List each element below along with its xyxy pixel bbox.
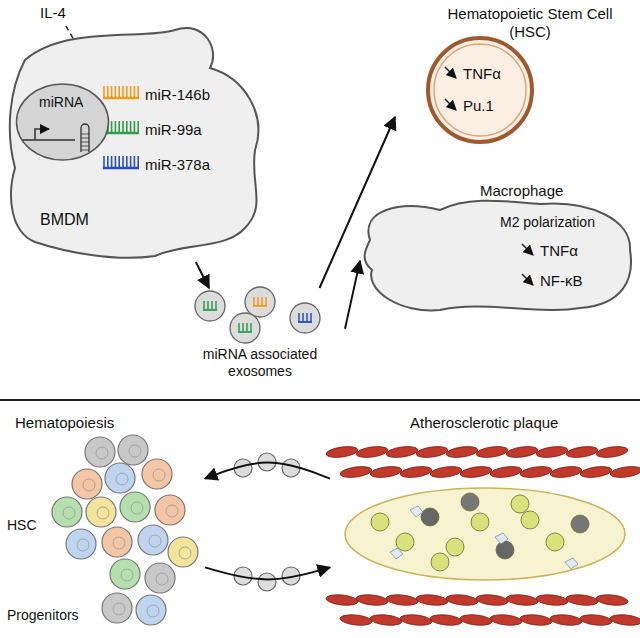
hematopoiesis-panel: HematopoiesisHSC Progenitors xyxy=(5,412,205,634)
exosome-particles xyxy=(234,453,300,591)
gene-label: miRNA xyxy=(39,94,83,111)
exosome-label: miRNA associated exosomes xyxy=(180,346,340,380)
gene-label: TNFα xyxy=(463,65,501,83)
state-label: M2 polarization xyxy=(500,214,595,231)
cell-title: Macrophage xyxy=(480,182,563,200)
mirna-name: miR-378a xyxy=(145,156,210,174)
mirna-name: miR-99a xyxy=(145,121,202,139)
panel-title: Atherosclerotic plaque xyxy=(410,414,558,432)
gene-label: TNFα xyxy=(540,242,578,260)
nucleus: miRNA xyxy=(15,82,110,162)
flow-arrow xyxy=(345,261,360,329)
plaque-panel-outline xyxy=(330,412,635,634)
macrophage-cell-outline xyxy=(360,180,635,315)
gene-label: Pu.1 xyxy=(463,97,494,115)
flow-arrow xyxy=(196,262,209,288)
bmdm-cell: BMDM miR-146b miR-99a miR-378a miRNA xyxy=(5,20,270,262)
panel-title: Hematopoiesis xyxy=(15,414,114,432)
separator-line xyxy=(0,399,640,401)
flow-arrow xyxy=(205,567,330,579)
stem-cell: Hematopoietic Stem Cell (HSC) TNFαPu.1 xyxy=(395,5,635,145)
cell-label: Progenitors xyxy=(7,607,79,624)
cell-name: BMDM xyxy=(40,210,89,229)
exosome-group: miRNA associated exosomes xyxy=(175,288,345,390)
plaque-panel: Atherosclerotic plaque xyxy=(330,412,635,634)
cell-title: Hematopoietic Stem Cell (HSC) xyxy=(430,5,630,41)
cell-label: HSC xyxy=(7,517,37,534)
gene-label: NF-κB xyxy=(540,272,583,290)
flow-arrow xyxy=(205,463,330,479)
macrophage-cell: Macrophage M2 polarizationTNFαNF-κB xyxy=(360,180,635,315)
stimulus-label: IL-4 xyxy=(40,4,66,22)
mirna-name: miR-146b xyxy=(145,86,210,104)
